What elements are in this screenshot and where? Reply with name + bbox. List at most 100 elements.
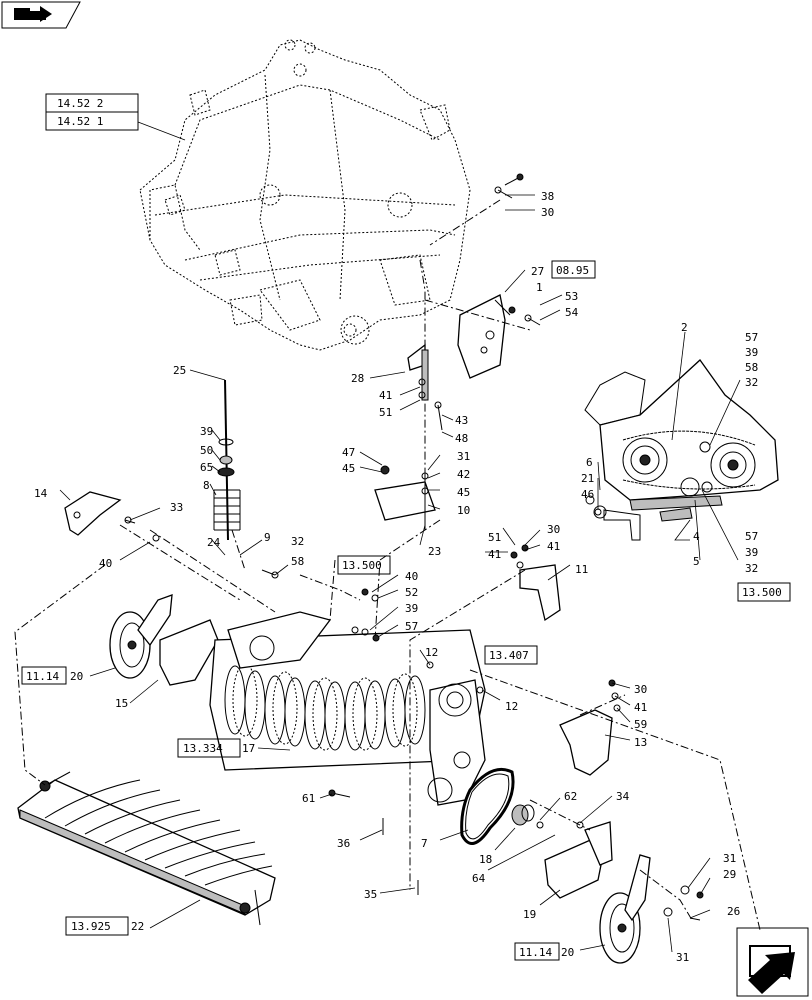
callout-54: 54	[565, 306, 579, 319]
callout-28: 28	[351, 372, 364, 385]
callout-30: 30	[547, 523, 560, 536]
callout-43: 43	[455, 414, 468, 427]
callout-57: 57	[745, 530, 758, 543]
callout-19: 19	[523, 908, 536, 921]
callout-36: 36	[337, 837, 350, 850]
callout-46: 46	[581, 488, 594, 501]
callout-7: 7	[421, 837, 428, 850]
callout-9: 9	[264, 531, 271, 544]
callout-31: 31	[676, 951, 689, 964]
callout-23: 23	[428, 545, 441, 558]
callout-39: 39	[745, 546, 758, 559]
bracket-11	[519, 564, 561, 622]
callout-31: 31	[723, 852, 736, 865]
callout-65: 65	[200, 461, 213, 474]
callout-50: 50	[200, 444, 213, 457]
callout-41: 41	[547, 540, 560, 553]
reference-r-1114a[interactable]: 11.14	[26, 670, 59, 683]
callout-14: 14	[34, 487, 48, 500]
book-toggle-icon[interactable]	[1, 1, 81, 29]
phantom-lines	[14, 199, 761, 931]
callout-6: 6	[586, 456, 593, 469]
callout-labels: 2573958323830271535428415143482539506584…	[34, 190, 758, 964]
drive-housing-detail	[584, 359, 779, 541]
idler-18	[511, 804, 535, 826]
callout-8: 8	[203, 479, 210, 492]
callout-51: 51	[488, 531, 501, 544]
callout-10: 10	[457, 504, 470, 517]
callout-22: 22	[131, 920, 144, 933]
guard-19	[544, 821, 613, 899]
callout-58: 58	[291, 555, 304, 568]
callout-57: 57	[405, 620, 418, 633]
callout-24: 24	[207, 536, 221, 549]
callout-41: 41	[488, 548, 501, 561]
callout-12: 12	[425, 646, 438, 659]
callout-4: 4	[693, 530, 700, 543]
reference-r-1114b[interactable]: 11.14	[519, 946, 552, 959]
callout-20: 20	[561, 946, 574, 959]
callout-32: 32	[745, 562, 758, 575]
drive-belt	[460, 767, 515, 845]
reference-boxes	[21, 93, 791, 961]
callout-26: 26	[727, 905, 740, 918]
reference-r-13500a[interactable]: 13.500	[342, 559, 382, 572]
leader-lines	[59, 121, 741, 953]
callout-42: 42	[457, 468, 470, 481]
gauge-wheel-left	[109, 594, 173, 679]
callout-53: 53	[565, 290, 578, 303]
callout-32: 32	[745, 376, 758, 389]
reference-r-13334[interactable]: 13.334	[183, 742, 223, 755]
callout-13: 13	[634, 736, 647, 749]
callout-1: 1	[536, 281, 543, 294]
baler-frame	[139, 39, 471, 351]
callout-58: 58	[745, 361, 758, 374]
callout-29: 29	[723, 868, 736, 881]
callout-39: 39	[200, 425, 213, 438]
callout-40: 40	[405, 570, 418, 583]
guard-14	[64, 491, 122, 536]
callout-31: 31	[457, 450, 470, 463]
reference-r-0895[interactable]: 08.95	[556, 264, 589, 277]
callout-12: 12	[505, 700, 518, 713]
reference-r-1452-2[interactable]: 14.52 2	[57, 97, 103, 110]
callout-41: 41	[634, 701, 647, 714]
callout-61: 61	[302, 792, 315, 805]
callout-33: 33	[170, 501, 183, 514]
callout-27: 27	[531, 265, 544, 278]
tensioner-parts	[374, 259, 443, 530]
callout-5: 5	[693, 555, 700, 568]
callout-17: 17	[242, 742, 255, 755]
spring-rod-assembly	[213, 379, 241, 541]
guard-15	[159, 619, 219, 686]
callout-57: 57	[745, 331, 758, 344]
callout-32: 32	[291, 535, 304, 548]
callout-52: 52	[405, 586, 418, 599]
callout-40: 40	[99, 557, 112, 570]
reference-r-13925[interactable]: 13.925	[71, 920, 111, 933]
callout-30: 30	[541, 206, 554, 219]
reference-r-13500b[interactable]: 13.500	[742, 586, 782, 599]
callout-2: 2	[681, 321, 688, 334]
callout-38: 38	[541, 190, 554, 203]
callout-21: 21	[581, 472, 594, 485]
shield-13	[559, 709, 613, 776]
callout-11: 11	[575, 563, 588, 576]
callout-62: 62	[564, 790, 577, 803]
callout-39: 39	[745, 346, 758, 359]
reference-r-13407[interactable]: 13.407	[489, 649, 529, 662]
reference-r-1452-1[interactable]: 14.52 1	[57, 115, 103, 128]
callout-35: 35	[364, 888, 377, 901]
bracket-27	[457, 294, 511, 379]
windguard-22	[17, 771, 276, 926]
callout-51: 51	[379, 406, 392, 419]
next-page-arrow-icon[interactable]	[736, 927, 809, 997]
callout-64: 64	[472, 872, 486, 885]
callout-45: 45	[457, 486, 470, 499]
reference-labels: 14.52 2 14.52 1 08.95 13.500 13.500 13.407 11.…	[26, 97, 782, 959]
gauge-wheel-right	[599, 854, 651, 964]
callout-59: 59	[634, 718, 647, 731]
callout-47: 47	[342, 446, 355, 459]
callout-18: 18	[479, 853, 492, 866]
